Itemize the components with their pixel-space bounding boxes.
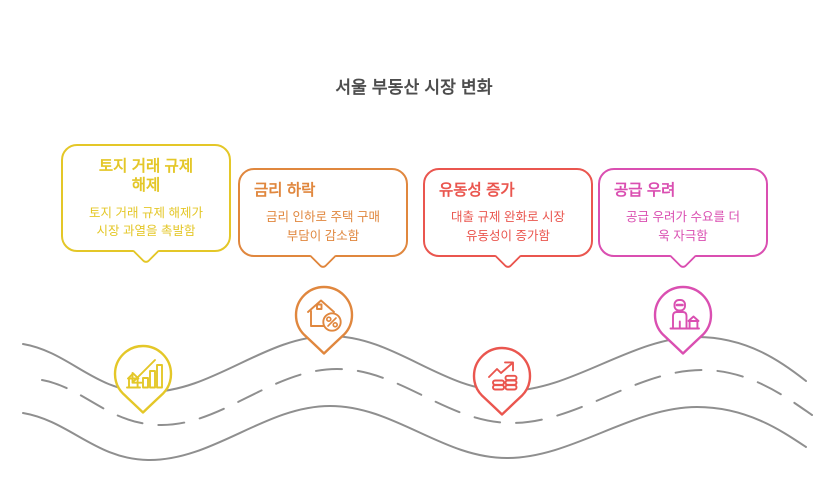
callout-title: 공급 우려	[614, 182, 676, 199]
callout-title: 유동성 증가	[439, 182, 515, 199]
road-bottom-edge	[22, 404, 807, 462]
pin-liquidity	[472, 346, 532, 416]
callout-body: 금리 인하로 주택 구매 부담이 감소함	[266, 210, 380, 243]
page-title: 서울 부동산 시장 변화	[335, 78, 493, 97]
callout-title: 금리 하락	[254, 182, 316, 199]
location-pin-icon	[653, 285, 713, 355]
person-house-icon	[669, 299, 700, 330]
callout-land-regulation: 토지 거래 규제 해제 토지 거래 규제 해제가 시장 과열을 촉발함	[61, 144, 231, 265]
road-center-dashed-line	[41, 367, 813, 427]
callout-rate-drop: 금리 하락 금리 인하로 주택 구매 부담이 감소함	[238, 168, 408, 270]
house-percent-icon	[307, 299, 342, 332]
pin-supply-worry	[653, 285, 713, 355]
pin-land-regulation	[113, 344, 173, 414]
callout-body: 대출 규제 완화로 시장 유동성이 증가함	[451, 210, 565, 243]
callout-body: 토지 거래 규제 해제가 시장 과열을 촉발함	[89, 205, 203, 238]
callout-title: 토지 거래 규제 해제	[98, 158, 194, 195]
callout-liquidity: 유동성 증가 대출 규제 완화로 시장 유동성이 증가함	[423, 168, 593, 270]
callout-supply-worry: 공급 우려 공급 우려가 수요를 더 욱 자극함	[598, 168, 768, 270]
declining-market-chart-icon	[126, 359, 163, 389]
rising-coins-chart-icon	[488, 361, 518, 391]
pin-rate-drop	[294, 285, 354, 355]
callout-body: 공급 우려가 수요를 더 욱 자극함	[626, 210, 740, 243]
